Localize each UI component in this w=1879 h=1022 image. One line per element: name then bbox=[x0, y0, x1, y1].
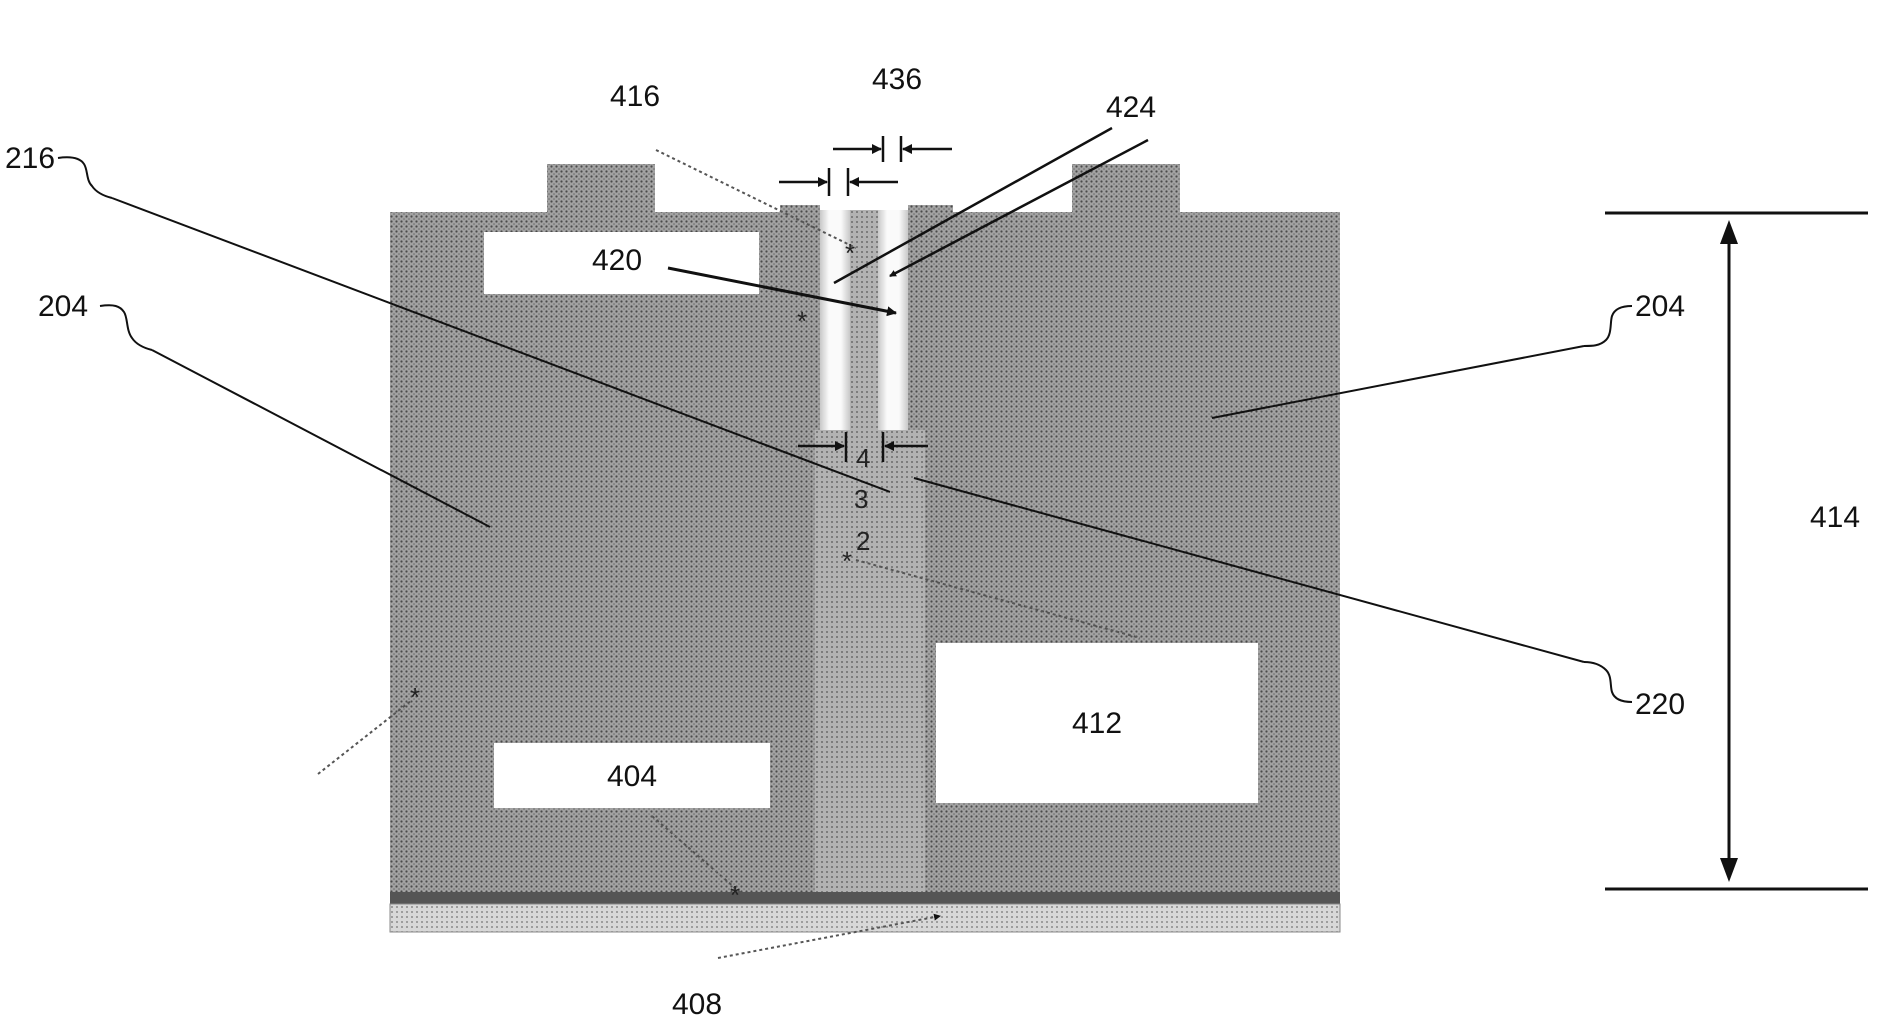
label-436: 436 bbox=[872, 63, 922, 96]
label-420: 420 bbox=[592, 244, 642, 277]
leader-204-right-squiggle bbox=[1584, 306, 1632, 346]
leader-204-left-squiggle bbox=[100, 305, 152, 350]
star-marker-band-icon: * bbox=[730, 880, 740, 910]
dim-414-arrowhead-top bbox=[1720, 220, 1738, 244]
label-216: 216 bbox=[5, 142, 55, 175]
box-404-label: 404 bbox=[607, 760, 657, 793]
label-220: 220 bbox=[1635, 688, 1685, 721]
star-marker-channel-icon: * bbox=[842, 546, 852, 576]
leader-220-squiggle bbox=[1584, 662, 1632, 702]
base-layer bbox=[390, 904, 1340, 932]
label-414: 414 bbox=[1810, 501, 1860, 534]
label-416: 416 bbox=[610, 80, 660, 113]
label-204-right: 204 bbox=[1635, 290, 1685, 323]
mark-3: 3 bbox=[854, 484, 868, 514]
label-408: 408 bbox=[672, 988, 722, 1021]
bottom-band bbox=[390, 892, 1340, 904]
leader-216-squiggle bbox=[58, 157, 112, 198]
star-marker-substrate-icon: * bbox=[410, 682, 420, 712]
mark-2: 2 bbox=[856, 526, 870, 556]
dim-414-arrowhead-bottom bbox=[1720, 858, 1738, 882]
star-marker-left-wall-icon: * bbox=[797, 306, 807, 336]
label-424: 424 bbox=[1106, 91, 1156, 124]
star-marker-slot-icon: * bbox=[845, 238, 855, 268]
mark-4: 4 bbox=[856, 443, 870, 473]
vertical-channel bbox=[815, 430, 925, 900]
box-412-label: 412 bbox=[1072, 707, 1122, 740]
label-204-left: 204 bbox=[38, 290, 88, 323]
top-pad-left bbox=[547, 164, 655, 214]
